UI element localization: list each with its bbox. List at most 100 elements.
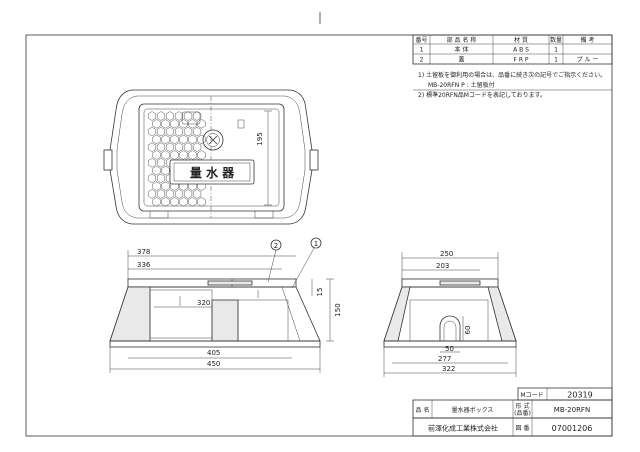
hex-cell	[170, 119, 179, 129]
hex-cell	[147, 189, 157, 199]
dim-250: 250	[440, 250, 453, 258]
hex-cell	[188, 134, 197, 145]
title-block: Mコード 20319 品 名 量水器ボックス 形 式 (品番) MB-20RFN…	[412, 387, 613, 437]
header-material: 材 質	[514, 36, 528, 44]
hex-cell	[161, 181, 170, 191]
hex-cell	[192, 142, 202, 152]
dim-50: 50	[445, 345, 454, 353]
model-label: 形 式	[516, 402, 530, 410]
hex-cell	[170, 150, 179, 160]
cover-label: 量 水 器	[190, 165, 235, 180]
balloon-1	[310, 237, 322, 249]
dim-203: 203	[436, 262, 449, 270]
hex-cell	[152, 197, 161, 207]
hex-cell	[174, 142, 184, 152]
row2-material: F R P	[513, 57, 528, 64]
hex-cell	[197, 134, 206, 145]
dim-336: 336	[137, 261, 151, 269]
row1-name: 本 体	[455, 46, 469, 54]
hex-cell	[161, 150, 170, 160]
hex-cell	[192, 126, 202, 137]
hex-cell	[152, 181, 161, 191]
hex-cell	[147, 111, 157, 121]
hex-cell	[152, 150, 161, 160]
hex-cell	[197, 150, 206, 160]
hex-cell	[161, 119, 170, 129]
hex-cell	[161, 134, 170, 145]
balloon-1-label: 1	[314, 240, 318, 248]
hex-cell	[188, 150, 197, 160]
mcode-label: Mコード	[520, 392, 543, 399]
dim-320: 320	[197, 299, 210, 307]
hex-cell	[183, 189, 193, 199]
row1-material: A B S	[513, 47, 529, 54]
hex-cell	[197, 197, 206, 207]
side-view: 250 203 60 50 277 322	[383, 250, 517, 377]
plan-view: 量 水 器 195	[103, 89, 319, 225]
row2-qty: 1	[554, 57, 558, 64]
hex-cell	[188, 119, 197, 129]
header-name: 部 品 名 称	[447, 36, 477, 44]
drawing-border	[25, 34, 613, 437]
hex-cell	[174, 189, 184, 199]
hex-pattern	[147, 111, 206, 207]
header-no: 番号	[415, 37, 427, 44]
hex-cell	[183, 142, 193, 152]
hex-cell	[147, 126, 157, 137]
hex-cell	[174, 111, 184, 121]
drawing-no: 07001206	[552, 424, 593, 433]
hex-cell	[165, 111, 175, 121]
dim-60: 60	[464, 326, 472, 335]
hex-cell	[152, 134, 161, 145]
parts-table: 番号 部 品 名 称 材 質 数量 備 考 1 本 体 A B S 1 2 蓋 …	[412, 34, 613, 65]
hex-cell	[161, 165, 170, 176]
note-2: 2) 標準20RFN品Mコードを表記しております。	[418, 91, 546, 99]
dim-322: 322	[442, 365, 455, 373]
drawing-no-label: 図 番	[516, 425, 530, 432]
company-name: 前澤化成工業株式会社	[428, 424, 498, 433]
row2-no: 2	[420, 57, 424, 64]
dim-150: 150	[334, 303, 342, 316]
hex-cell	[192, 189, 202, 199]
row1-qty: 1	[554, 47, 558, 54]
note-1-sub: MB-20RFN P : 土留板付	[428, 81, 495, 89]
name-label: 品 名	[416, 406, 430, 414]
hex-cell	[179, 150, 188, 160]
mcode-value: 20319	[567, 391, 592, 400]
hex-cell	[147, 158, 157, 168]
hex-cell	[156, 189, 166, 199]
hex-cell	[174, 126, 184, 137]
hex-cell	[179, 197, 188, 207]
hex-cell	[161, 197, 170, 207]
hex-cell	[183, 126, 193, 137]
hex-cell	[147, 173, 157, 184]
hex-cell	[156, 142, 166, 152]
note-1: 1) 土留板を御利用の場合は、品番に続き次の記号でご指示ください。	[418, 71, 606, 79]
front-view: 378 336 320 405 450 15 150	[109, 237, 342, 373]
hex-cell	[179, 119, 188, 129]
row2-remarks: ブ ル ー	[577, 56, 599, 64]
row1-no: 1	[420, 47, 424, 54]
hex-cell	[165, 189, 175, 199]
hex-cell	[165, 142, 175, 152]
dim-15: 15	[316, 288, 324, 297]
hex-cell	[156, 126, 166, 137]
hex-cell	[156, 111, 166, 121]
header-remarks: 備 考	[581, 36, 595, 44]
hex-cell	[147, 142, 157, 152]
dim-405: 405	[207, 349, 220, 357]
hex-cell	[156, 158, 166, 168]
balloon-2-label: 2	[274, 242, 278, 250]
hex-cell	[188, 197, 197, 207]
dim-195: 195	[256, 132, 264, 145]
dim-450: 450	[207, 360, 220, 368]
header-qty: 数量	[550, 36, 562, 44]
hex-cell	[170, 197, 179, 207]
hex-cell	[183, 111, 193, 121]
name-value: 量水器ボックス	[452, 406, 494, 414]
hex-cell	[156, 173, 166, 184]
row2-name: 蓋	[458, 56, 464, 64]
notes: 1) 土留板を御利用の場合は、品番に続き次の記号でご指示ください。 MB-20R…	[413, 71, 612, 99]
hex-cell	[165, 126, 175, 137]
hex-cell	[197, 119, 206, 129]
